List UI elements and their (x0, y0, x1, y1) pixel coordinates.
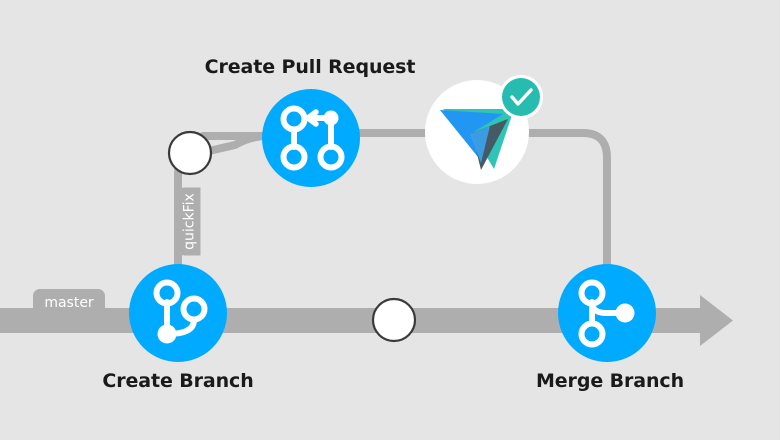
check-badge (499, 75, 543, 119)
git-branch-icon (153, 279, 208, 344)
node-build-check[interactable] (425, 75, 543, 184)
app-logo-icon (440, 109, 514, 170)
branch-tag-quickfix[interactable]: quickFix (177, 187, 201, 256)
label-create-pull-request: Create Pull Request (204, 56, 416, 78)
git-pull-request-icon (280, 105, 345, 171)
edge-build-to-merge (519, 129, 611, 279)
label-merge-branch: Merge Branch (535, 370, 685, 392)
branch-tag-master[interactable]: master (33, 289, 105, 317)
git-merge-icon (578, 279, 635, 348)
label-create-branch: Create Branch (102, 370, 254, 392)
node-create-branch[interactable] (129, 264, 227, 362)
check-icon (510, 88, 533, 106)
node-merge-branch[interactable] (558, 264, 656, 362)
node-create-pull-request[interactable] (262, 89, 360, 187)
commit-point-quickfix[interactable] (167, 130, 213, 176)
commit-point-master[interactable] (371, 297, 417, 343)
